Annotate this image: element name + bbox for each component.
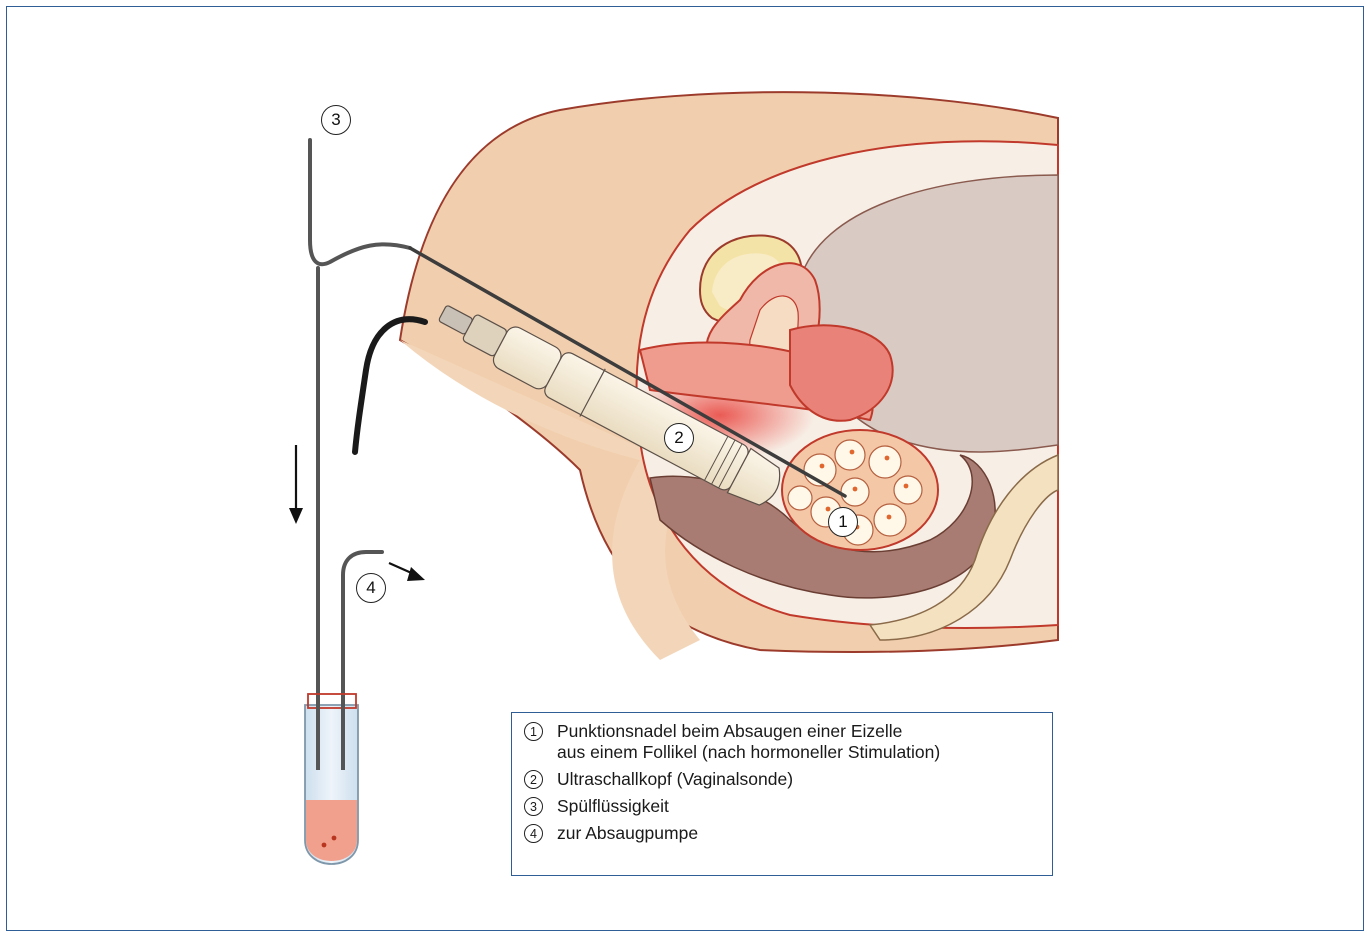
legend: 1 Punktionsnadel beim Absaugen einer Eiz… bbox=[511, 712, 1053, 876]
legend-item-probe: 2 Ultraschallkopf (Vaginalsonde) bbox=[524, 769, 1052, 790]
legend-number: 3 bbox=[524, 797, 543, 816]
legend-item-needle: 1 Punktionsnadel beim Absaugen einer Eiz… bbox=[524, 721, 1052, 763]
marker-needle: 1 bbox=[828, 507, 858, 537]
flow-arrow-down bbox=[289, 445, 303, 524]
legend-text: Ultraschallkopf (Vaginalsonde) bbox=[557, 769, 793, 790]
legend-item-suction-pump: 4 zur Absaugpumpe bbox=[524, 823, 1052, 844]
legend-number: 1 bbox=[524, 722, 543, 741]
marker-probe: 2 bbox=[664, 423, 694, 453]
legend-text: Punktionsnadel beim Absaugen einer Eizel… bbox=[557, 721, 940, 763]
legend-item-rinse-fluid: 3 Spülflüssigkeit bbox=[524, 796, 1052, 817]
legend-number: 2 bbox=[524, 770, 543, 789]
marker-suction-pump: 4 bbox=[356, 573, 386, 603]
flow-arrow-out bbox=[389, 563, 425, 581]
legend-text: Spülflüssigkeit bbox=[557, 796, 669, 817]
legend-text: zur Absaugpumpe bbox=[557, 823, 698, 844]
rinse-tube bbox=[310, 140, 410, 264]
marker-rinse-fluid: 3 bbox=[321, 105, 351, 135]
collection-tube bbox=[305, 694, 358, 864]
legend-number: 4 bbox=[524, 824, 543, 843]
